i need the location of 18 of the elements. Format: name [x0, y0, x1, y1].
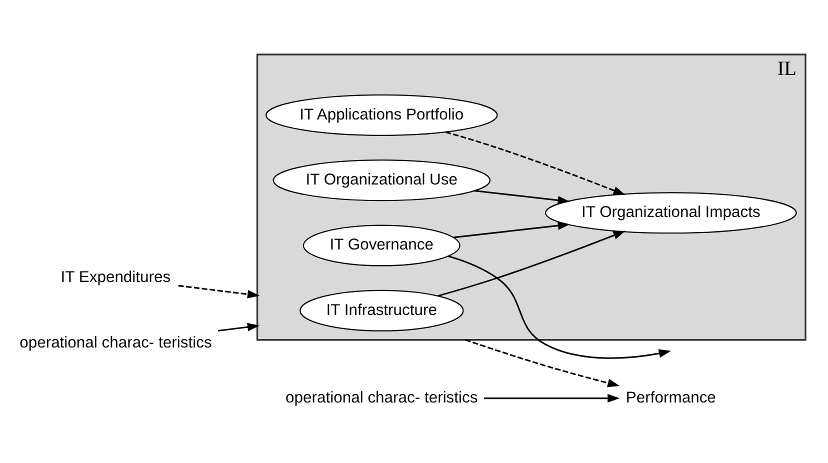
- arrow: [218, 322, 260, 331]
- node-ellipse: IT Infrastructure: [300, 289, 464, 331]
- node-text: operational charac- teristics: [20, 334, 212, 351]
- node-ellipse: IT Applications Portfolio: [266, 94, 498, 136]
- arrow: [454, 220, 570, 238]
- node-ellipse: IT Governance: [302, 224, 460, 266]
- arrow: [465, 338, 620, 387]
- arrow: [178, 284, 260, 298]
- arrow: [438, 230, 626, 296]
- node-ellipse: IT Organizational Use: [272, 159, 490, 201]
- node-text: operational charac- teristics: [286, 388, 478, 406]
- arrow: [448, 254, 672, 358]
- arrow: [484, 394, 620, 402]
- arrow: [474, 189, 570, 204]
- node-ellipse: IT Organizational Impacts: [545, 192, 797, 234]
- node-text: Performance: [626, 388, 716, 406]
- node-text: IT Expenditures: [60, 268, 171, 286]
- arrow: [445, 130, 626, 194]
